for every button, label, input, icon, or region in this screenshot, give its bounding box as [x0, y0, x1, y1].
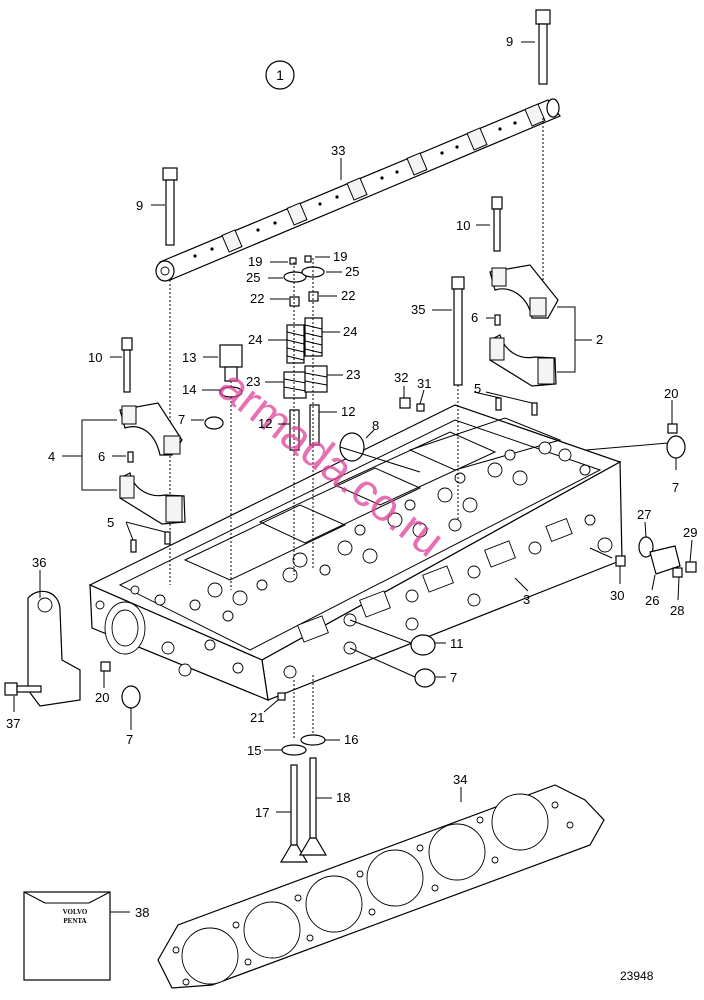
label-22-right: 22	[341, 288, 355, 303]
label-23-left: 23	[246, 374, 260, 389]
label-22-left: 22	[250, 291, 264, 306]
label-15: 15	[247, 743, 261, 758]
label-3: 3	[523, 592, 530, 607]
label-2: 2	[596, 332, 603, 347]
label-7-left: 7	[126, 732, 133, 747]
label-11: 11	[450, 636, 464, 651]
label-38: 38	[135, 905, 149, 920]
rocker-shaft	[155, 98, 561, 282]
label-7-a: 7	[178, 412, 185, 427]
label-10-left: 10	[88, 350, 102, 365]
label-6-right: 6	[471, 310, 478, 325]
label-34: 34	[453, 772, 467, 787]
gasket-kit-box	[23, 891, 111, 981]
figure-number: 23948	[620, 969, 654, 983]
label-5-left: 5	[107, 515, 114, 530]
label-25-right: 25	[345, 264, 359, 279]
label-20-left: 20	[95, 690, 109, 705]
label-25-left: 25	[246, 270, 260, 285]
label-16: 16	[344, 732, 358, 747]
label-27: 27	[637, 507, 651, 522]
label-24-right: 24	[343, 324, 357, 339]
kit-box-brand-line-1: VOLVO	[63, 908, 88, 916]
label-14: 14	[182, 382, 196, 397]
leader-lines	[13, 41, 693, 913]
label-31: 31	[417, 376, 431, 391]
label-26: 26	[645, 593, 659, 608]
label-12-right: 12	[341, 404, 355, 419]
small-parts	[4, 314, 697, 709]
label-9-right: 9	[506, 34, 513, 49]
label-30: 30	[610, 588, 624, 603]
label-4: 4	[48, 449, 55, 464]
bolt-35	[451, 276, 465, 520]
label-18: 18	[336, 790, 350, 805]
group-circle-icon	[265, 60, 295, 90]
label-19-right: 19	[333, 249, 347, 264]
label-33: 33	[331, 143, 345, 158]
label-17: 17	[255, 805, 269, 820]
part-labels: 9 33 9 10 19 19 25 25 22 22 35 6 24 24 2…	[6, 34, 697, 983]
label-13: 13	[182, 350, 196, 365]
valve-train	[204, 255, 328, 863]
label-23-right: 23	[346, 367, 360, 382]
group-number: 1	[276, 67, 284, 83]
label-24-left: 24	[248, 332, 262, 347]
label-9-left: 9	[136, 198, 143, 213]
label-8: 8	[372, 418, 379, 433]
head-gasket	[157, 784, 605, 989]
label-7-right: 7	[672, 480, 679, 495]
label-20-right: 20	[664, 386, 678, 401]
kit-box-brand-line-2: PENTA	[63, 917, 86, 925]
bearing-cap-right-lower	[489, 334, 557, 387]
bolt-9-right	[535, 9, 551, 298]
label-37: 37	[6, 716, 20, 731]
bearing-cap-left-lower	[119, 472, 186, 525]
label-5-right: 5	[474, 381, 481, 396]
bolt-10-left	[121, 337, 133, 393]
bearing-cap-left-upper	[119, 402, 183, 456]
label-28: 28	[670, 603, 684, 618]
label-7-front: 7	[450, 670, 457, 685]
bearing-cap-right-upper	[489, 264, 559, 319]
bolt-10-right	[491, 196, 503, 252]
label-32: 32	[394, 370, 408, 385]
label-6-left: 6	[98, 449, 105, 464]
label-10-right: 10	[456, 218, 470, 233]
label-21: 21	[250, 710, 264, 725]
label-12-left: 12	[258, 416, 272, 431]
label-36: 36	[32, 555, 46, 570]
label-19-left: 19	[248, 254, 262, 269]
cylinder-head	[88, 404, 623, 701]
label-35: 35	[411, 302, 425, 317]
label-29: 29	[683, 525, 697, 540]
